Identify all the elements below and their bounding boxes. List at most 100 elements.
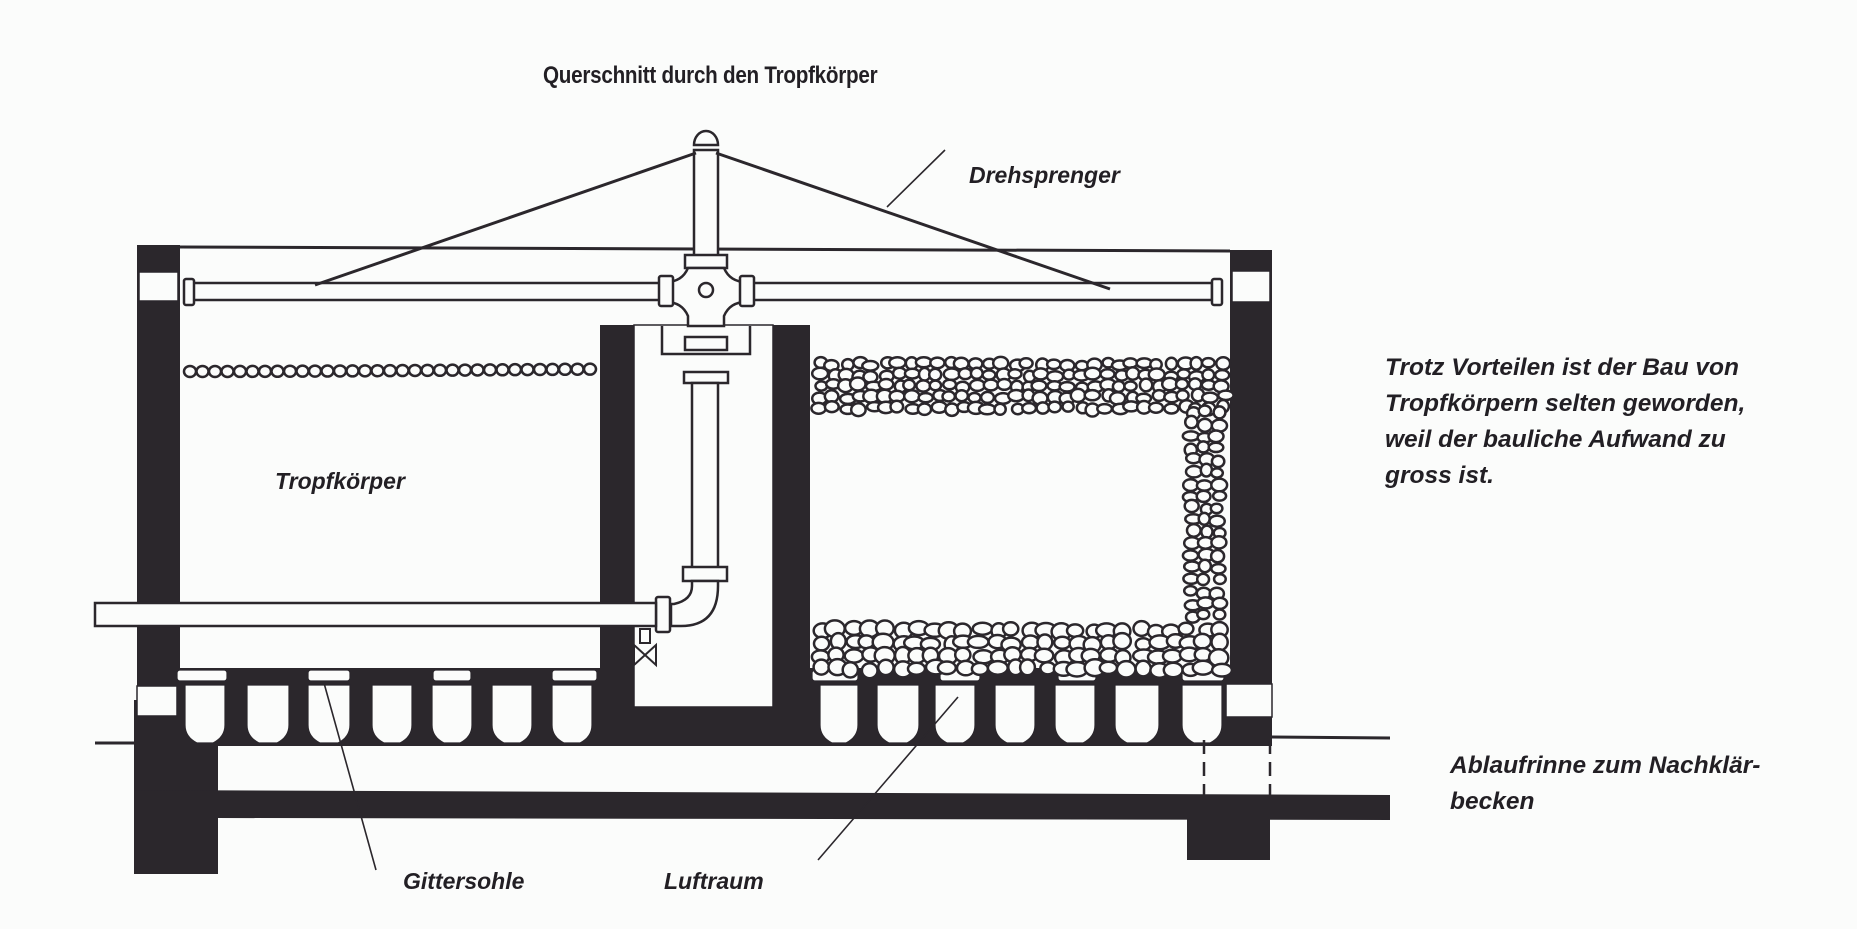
left-wall-notch [136, 685, 178, 717]
gravel-stone [545, 362, 560, 377]
hub-flange-left [657, 274, 675, 308]
gravel-stone [295, 364, 310, 378]
gravel-stone [1181, 430, 1201, 442]
gravel-stone [1197, 404, 1213, 418]
gravel-stone [257, 364, 273, 379]
feed-pipe-flange [681, 565, 729, 583]
label-gittersohle: Gittersohle [403, 868, 525, 894]
grid-slab [307, 669, 351, 682]
gravel-stone [1138, 377, 1154, 393]
gravel-stone [1115, 659, 1137, 679]
gravel-stone [848, 376, 867, 392]
gravel-stone [1207, 429, 1225, 444]
gravel-stone [954, 388, 970, 403]
gravel-stone [1184, 464, 1204, 479]
flange-mid [683, 335, 729, 352]
gravel-stone [1210, 454, 1226, 469]
gravel-stone [969, 366, 984, 381]
gravel-stone [991, 355, 1010, 371]
flange-low [682, 370, 730, 385]
gravel-stone [982, 378, 1000, 392]
gravel-stone [979, 390, 996, 405]
gravel-stone [1108, 391, 1127, 406]
gravel-stone [812, 658, 831, 676]
gravel-stone [1112, 631, 1133, 651]
inlet-flange [654, 595, 672, 634]
figure-title: Querschnitt durch den Tropfkörper [543, 62, 878, 89]
gravel-stone [1183, 414, 1199, 430]
gravel-stone [407, 363, 423, 378]
gravel-stone [1134, 659, 1153, 678]
gravel-stone [1001, 621, 1020, 637]
gravel-stone [1210, 632, 1229, 652]
gravel-stone [902, 378, 917, 392]
grid-pocket [1054, 684, 1096, 744]
column-flange-top [683, 253, 729, 270]
gravel-stone [996, 377, 1013, 392]
gravel-stone [1210, 477, 1229, 493]
left-wall-window [138, 271, 179, 302]
gravel-stone [1123, 380, 1138, 392]
arm-end-cap-left [182, 277, 196, 307]
gravel-stone [1197, 558, 1213, 574]
gravel-stone [1030, 379, 1048, 393]
gravel-stone [195, 364, 210, 379]
gravel-stone [888, 356, 907, 370]
gravel-stone [345, 364, 360, 378]
gravel-stone [332, 364, 348, 378]
label-ablaufrinne: Ablaufrinne zum Nachklär- becken [1450, 752, 1761, 815]
gravel-stone [1177, 621, 1195, 637]
gravel-stone [977, 403, 997, 416]
gravel-stone [906, 661, 927, 677]
gravel-stone [1161, 648, 1183, 664]
gravel-stone [1069, 387, 1087, 404]
gravel-stone [1047, 400, 1063, 414]
channel-floor [134, 790, 1390, 820]
gravel-stone [1174, 377, 1190, 391]
valve-icon [633, 642, 657, 668]
gravel-stone [849, 402, 867, 418]
gravel-stone [1189, 355, 1204, 371]
gravel-stone [1032, 367, 1050, 381]
gravel-stone [270, 364, 285, 379]
gravel-stone [841, 661, 860, 679]
central-wall-left [600, 325, 634, 745]
gravel-stone [1195, 489, 1212, 504]
gravel-stone [1212, 608, 1227, 621]
gravel-stone [1185, 522, 1202, 538]
gravel-stone [861, 359, 880, 372]
gravel-stone [1181, 549, 1200, 562]
gravel-stone [570, 362, 585, 376]
gravel-stone [1212, 572, 1227, 586]
sprinkler-column [692, 148, 720, 262]
gravel-stone [1007, 368, 1023, 380]
gravel-stone [1215, 355, 1232, 372]
gravel-stone [420, 363, 435, 378]
gravel-stone [1200, 356, 1216, 369]
gravel-stone [1211, 489, 1228, 502]
gravel-stone [876, 658, 895, 677]
gravel-stone [1183, 498, 1200, 514]
gravel-stone [941, 390, 957, 403]
gravel-stone [902, 388, 921, 404]
gravel-stone [1200, 391, 1220, 404]
gravel-stone [1210, 662, 1234, 678]
gravel-stone [182, 364, 198, 379]
gravel-stone [823, 400, 840, 414]
grid-slab [432, 669, 472, 682]
leader-luftraum [817, 696, 959, 861]
gravel-stone [1125, 366, 1141, 381]
gravel-stone [1096, 402, 1114, 415]
leader-gittersohle [323, 682, 377, 871]
gravel-stone [1210, 562, 1227, 575]
gravel-stone [1021, 401, 1038, 415]
gravel-stone [1195, 572, 1211, 587]
sprinkler-arm-right [750, 281, 1214, 302]
grid-pocket [1114, 684, 1160, 744]
label-drehsprenger: Drehsprenger [969, 162, 1120, 188]
grid-pocket [184, 684, 226, 744]
label-luftraum: Luftraum [664, 868, 764, 894]
gravel-stone [1018, 357, 1034, 370]
gravel-stone [1099, 368, 1116, 381]
gravel-stone [1033, 647, 1055, 664]
